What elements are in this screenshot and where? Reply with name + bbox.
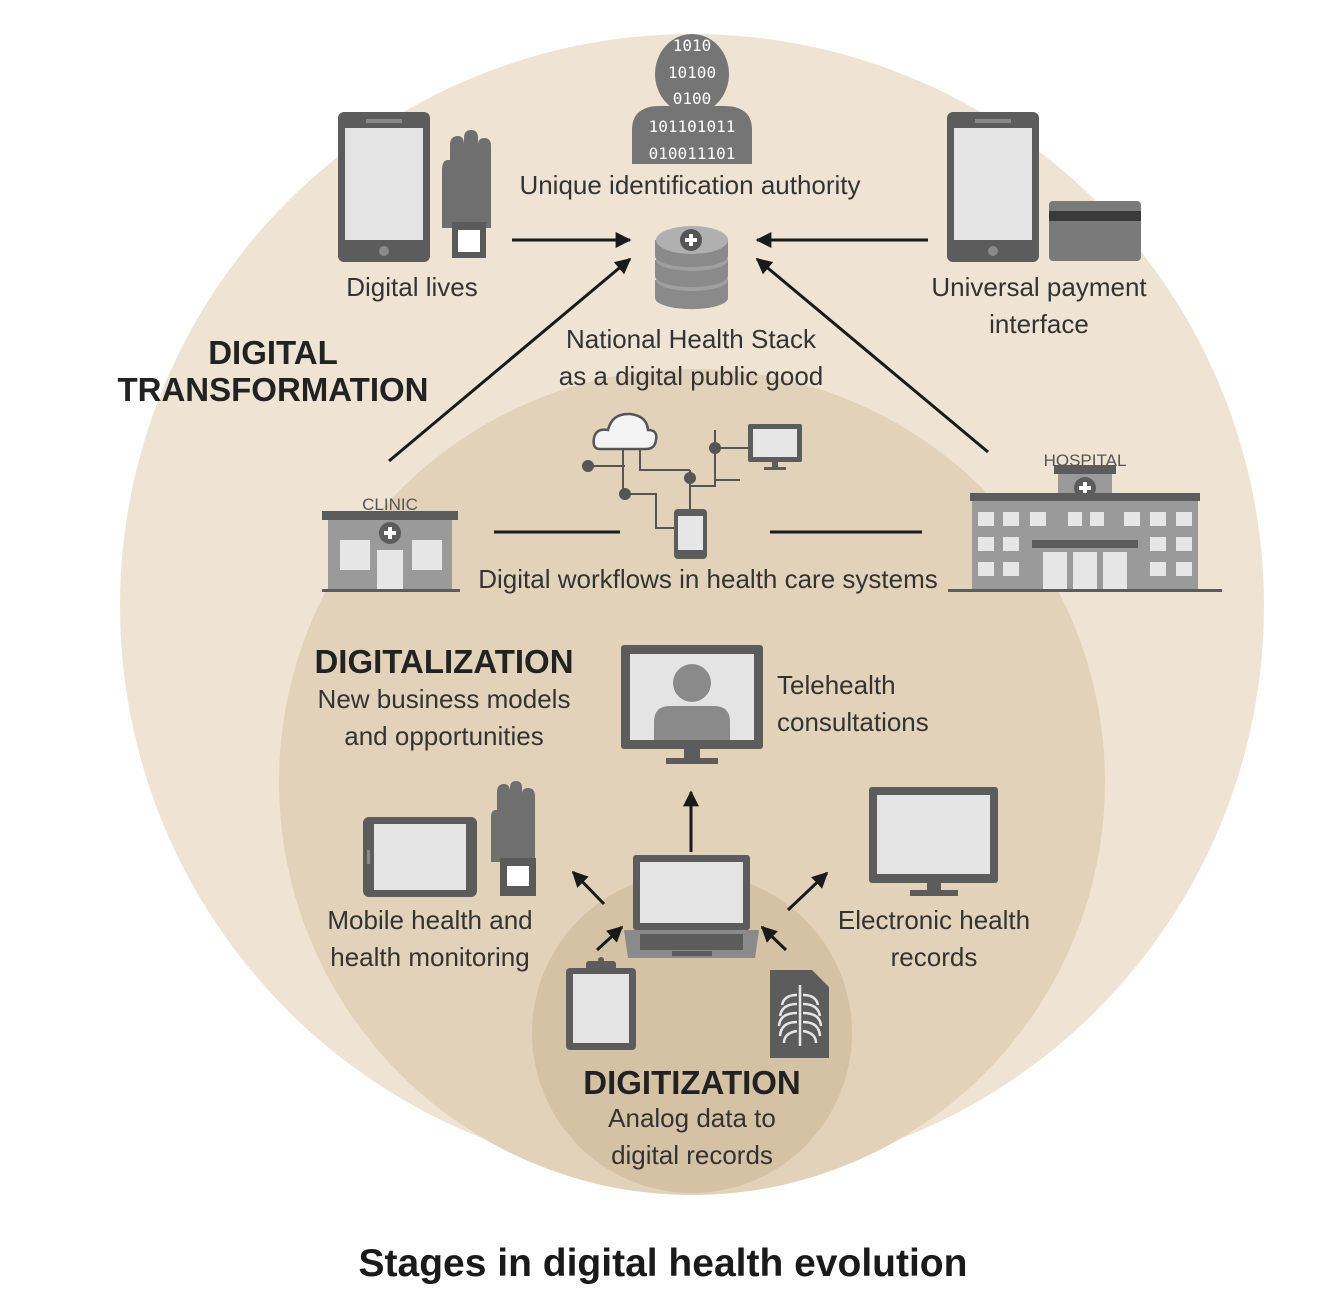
telehealth-label-line-1: Telehealth xyxy=(777,670,896,700)
monitor-person-icon xyxy=(621,645,763,764)
ehr-label-line-1: Electronic health xyxy=(837,905,1031,935)
digitalization-text-line-2: and opportunities xyxy=(344,721,544,751)
digitalization-heading: DIGITALIZATION xyxy=(314,643,574,680)
arrow-from-clipboard xyxy=(595,925,624,952)
binary-row-5: 010011101 xyxy=(649,144,736,163)
payment-card-icon xyxy=(1049,201,1141,261)
nhs-label-line-1: National Health Stack xyxy=(565,324,817,354)
mobile-health-label-line-2: health monitoring xyxy=(330,942,530,972)
digitalization-text-line-1: New business models xyxy=(317,684,571,714)
ehr-label-line-2: records xyxy=(890,942,978,972)
upi-label-line-2: interface xyxy=(989,309,1089,339)
hospital-icon xyxy=(948,465,1222,592)
arrow-from-xray xyxy=(760,925,788,952)
digitization-text: Analog data to digital records xyxy=(542,1100,842,1174)
transformation-heading-line-1: DIGITAL xyxy=(208,334,338,371)
digital-lives-label: Digital lives xyxy=(346,272,478,302)
upi-label-line-1: Universal payment xyxy=(931,272,1147,302)
digitization-circle xyxy=(532,873,852,1193)
binary-row-1: 1010 xyxy=(673,36,712,55)
laptop-icon xyxy=(624,855,759,958)
binary-row-4: 101101011 xyxy=(649,117,736,136)
xray-icon xyxy=(770,970,829,1058)
database-icon xyxy=(655,226,728,310)
clipboard-icon xyxy=(566,957,636,1050)
network-nodes xyxy=(582,442,721,500)
upi-label: Universal payment interface xyxy=(908,269,1170,343)
smartphone-icon xyxy=(674,509,707,559)
arrow-hospital xyxy=(755,257,989,454)
transformation-heading: DIGITAL TRANSFORMATION xyxy=(100,334,446,408)
phone-icon xyxy=(947,112,1039,262)
digitization-text-line-1: Analog data to xyxy=(608,1103,776,1133)
uid-label: Unique identification authority xyxy=(519,170,861,200)
telehealth-label-line-2: consultations xyxy=(777,707,929,737)
mobile-hand-watch-icon xyxy=(491,781,536,896)
cloud-icon xyxy=(592,412,658,451)
workflows-label: Digital workflows in health care systems xyxy=(478,564,938,594)
digitalization-text: New business models and opportunities xyxy=(294,681,594,755)
diagram-title: Stages in digital health evolution xyxy=(358,1242,968,1285)
binary-row-3: 0100 xyxy=(673,89,712,108)
binary-row-2: 10100 xyxy=(668,63,716,82)
monitor-icon xyxy=(869,787,998,896)
nhs-label: National Health Stack as a digital publi… xyxy=(530,321,852,395)
nhs-label-line-2: as a digital public good xyxy=(558,361,824,391)
digitalization-circle xyxy=(279,369,1105,1195)
hand-watch-icon xyxy=(442,130,491,258)
mobile-health-label-line-1: Mobile health and xyxy=(327,905,533,935)
hospital-sign: HOSPITAL xyxy=(1044,451,1127,470)
mobile-health-label: Mobile health and health monitoring xyxy=(300,902,560,976)
tablet-icon xyxy=(338,112,430,262)
person-binary-icon: 1010 10100 0100 101101011 010011101 xyxy=(632,34,752,164)
clinic-sign: CLINIC xyxy=(362,495,418,514)
transformation-heading-line-2: TRANSFORMATION xyxy=(117,371,429,408)
digitization-heading: DIGITIZATION xyxy=(583,1064,801,1101)
clinic-icon xyxy=(322,511,460,592)
arrow-clinic xyxy=(388,257,632,463)
small-monitor-icon xyxy=(748,424,802,470)
mobile-tablet-icon xyxy=(363,817,477,897)
digitization-text-line-2: digital records xyxy=(611,1140,773,1170)
telehealth-label: Telehealth consultations xyxy=(777,667,929,741)
arrow-to-ehr xyxy=(786,871,829,912)
ehr-label: Electronic health records xyxy=(814,902,1054,976)
arrow-to-mobile xyxy=(571,870,606,906)
